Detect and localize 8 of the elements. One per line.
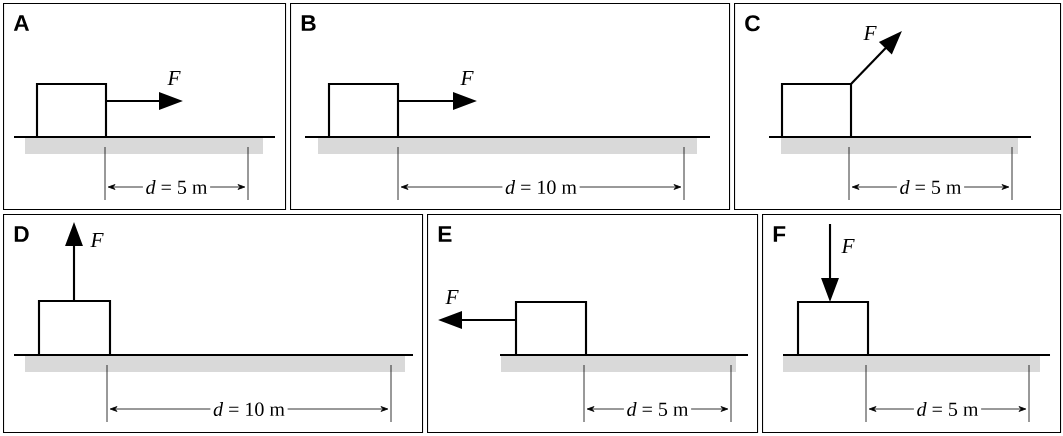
force-label: F [445, 290, 459, 304]
force-label: F [460, 71, 474, 85]
dimension-label: d = 10 m [502, 177, 580, 197]
dimension-label: d = 5 m [142, 177, 211, 197]
dimension-label: d = 5 m [913, 399, 982, 419]
force-label: F [841, 239, 855, 253]
dimension-label: d = 5 m [623, 399, 692, 419]
force-label: F [167, 71, 181, 85]
